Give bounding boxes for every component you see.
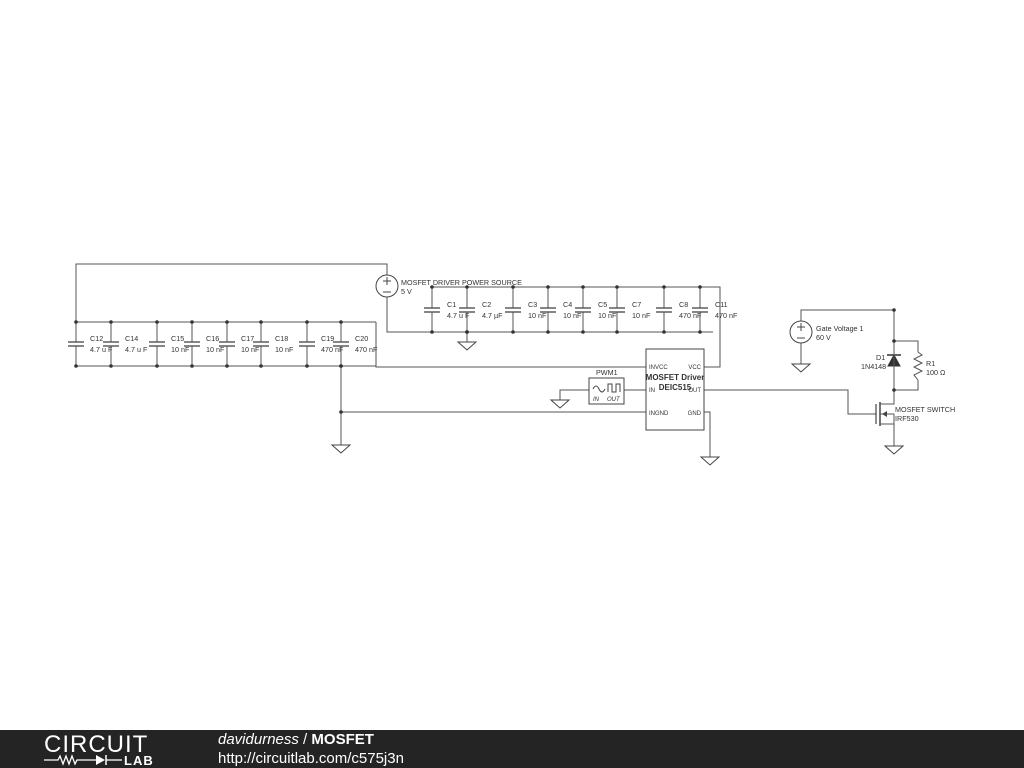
- pwm-name: PWM1: [596, 368, 618, 377]
- diode-d1[interactable]: D1 1N4148: [861, 348, 901, 371]
- capacitor-value: 10 nF: [632, 311, 651, 320]
- driver-part: DEIC515: [659, 383, 692, 392]
- author-link[interactable]: davidurness: [218, 731, 299, 748]
- ground-icon: [330, 444, 352, 454]
- capacitor-value: 470 nF: [679, 311, 702, 320]
- ground-symbols: [330, 341, 905, 466]
- capacitor-name: C5: [598, 300, 607, 309]
- capacitor-value: 470 nF: [355, 345, 378, 354]
- resistor-name: R1: [926, 359, 935, 368]
- circuitlab-logo[interactable]: CIRCUIT: [44, 731, 149, 758]
- capacitor-name: C8: [679, 300, 688, 309]
- pin-ingnd: INGND: [649, 411, 669, 417]
- pin-in: IN: [649, 388, 655, 394]
- ground-icon: [699, 456, 721, 466]
- capacitor-value: 470 nF: [715, 311, 738, 320]
- ground-icon: [549, 399, 571, 409]
- gate-voltage-source[interactable]: Gate Voltage 1 60 V: [789, 320, 864, 344]
- capacitor-name: C19: [321, 334, 334, 343]
- pin-gnd: GND: [688, 411, 702, 417]
- pin-invcc: INVCC: [649, 365, 668, 371]
- capacitor[interactable]: C14 4.7 u F: [103, 320, 148, 368]
- capacitor[interactable]: C12 4.7 u F: [68, 320, 113, 368]
- capacitor-name: C2: [482, 300, 491, 309]
- capacitor-value: 4.7 u F: [125, 345, 148, 354]
- capacitor[interactable]: C8 470 nF: [656, 285, 702, 334]
- mosfet-switch[interactable]: MOSFET SWITCH IRF530: [875, 402, 955, 426]
- capacitor-name: C1: [447, 300, 456, 309]
- capacitor[interactable]: C19 470 nF: [299, 320, 344, 368]
- pin-vcc: VCC: [688, 365, 701, 371]
- mosfet-part: IRF530: [895, 414, 919, 423]
- capacitor-name: C20: [355, 334, 368, 343]
- capacitor-name: C3: [528, 300, 537, 309]
- capacitor[interactable]: C16 10 nF: [184, 320, 225, 368]
- diode-name: D1: [876, 353, 885, 362]
- capacitor-name: C11: [715, 300, 728, 309]
- gate-source-name: Gate Voltage 1: [816, 324, 864, 333]
- pwm-out-label: OUT: [607, 397, 621, 403]
- ground-icon: [790, 363, 812, 373]
- capacitor[interactable]: C3 10 nF: [505, 285, 547, 334]
- capacitor[interactable]: C15 10 nF: [149, 320, 190, 368]
- capacitor-name: C17: [241, 334, 254, 343]
- pin-out: OUT: [688, 388, 701, 394]
- credit-separator: /: [298, 731, 312, 748]
- capacitor-value: 470 nF: [321, 345, 344, 354]
- resistor-value: 100 Ω: [926, 368, 946, 377]
- driver-title: MOSFET Driver: [646, 373, 705, 382]
- capacitor-value: 4.7 u F: [447, 311, 470, 320]
- capacitor-name: C18: [275, 334, 288, 343]
- ground-icon: [883, 445, 905, 455]
- mosfet-name: MOSFET SWITCH: [895, 405, 955, 414]
- capacitor-name: C4: [563, 300, 572, 309]
- capacitor-value: 10 nF: [206, 345, 225, 354]
- resistor-diode-icon: [44, 754, 122, 766]
- capacitor-name: C15: [171, 334, 184, 343]
- capacitor-name: C7: [632, 300, 641, 309]
- capacitor-name: C12: [90, 334, 103, 343]
- pwm-in-label: IN: [593, 397, 600, 403]
- circuit-title[interactable]: MOSFET: [311, 731, 374, 748]
- circuit-url[interactable]: http://circuitlab.com/c575j3n: [218, 750, 404, 767]
- circuitlab-logo-lab: LAB: [124, 753, 154, 768]
- capacitor[interactable]: C11 470 nF: [692, 285, 738, 334]
- capacitor[interactable]: C4 10 nF: [540, 285, 582, 334]
- capacitor-value: 10 nF: [275, 345, 294, 354]
- capacitor[interactable]: C17 10 nF: [219, 320, 260, 368]
- capacitor[interactable]: C5 10 nF: [575, 285, 617, 334]
- capacitor[interactable]: C1 4.7 u F: [424, 285, 470, 334]
- capacitor[interactable]: C7 10 nF: [609, 285, 651, 334]
- capacitor[interactable]: C20 470 nF: [333, 320, 378, 368]
- capacitor-value: 10 nF: [563, 311, 582, 320]
- capacitor[interactable]: C2 4.7 µF: [459, 285, 503, 334]
- resistor-r1[interactable]: R1 100 Ω: [912, 351, 946, 381]
- capacitor-value: 10 nF: [528, 311, 547, 320]
- gate-source-value: 60 V: [816, 333, 831, 342]
- capacitor-value: 10 nF: [241, 345, 260, 354]
- diode-part: 1N4148: [861, 362, 886, 371]
- circuit-credit: davidurness / MOSFET: [218, 731, 374, 748]
- capacitor[interactable]: C18 10 nF: [253, 320, 294, 368]
- wires: [75, 263, 919, 457]
- left-capacitor-bank: C12 4.7 u F C14 4.7 u F C15 10 nF C16 10 nF C17 1…: [68, 320, 378, 368]
- power-source-value: 5 V: [401, 287, 412, 296]
- mosfet-driver-ic[interactable]: MOSFET Driver DEIC515 INVCC VCC IN OUT I…: [645, 348, 705, 431]
- capacitor-name: C16: [206, 334, 219, 343]
- capacitor-name: C14: [125, 334, 138, 343]
- capacitor-value: 10 nF: [171, 345, 190, 354]
- pwm-source[interactable]: PWM1 IN OUT: [588, 368, 625, 405]
- capacitor-value: 4.7 µF: [482, 311, 503, 320]
- capacitor-value: 4.7 u F: [90, 345, 113, 354]
- footer-bar: [0, 730, 1024, 768]
- power-source-name: MOSFET DRIVER POWER SOURCE: [401, 278, 522, 287]
- ground-icon: [456, 341, 478, 351]
- driver-power-source[interactable]: MOSFET DRIVER POWER SOURCE 5 V: [375, 274, 522, 298]
- capacitor-value: 10 nF: [598, 311, 617, 320]
